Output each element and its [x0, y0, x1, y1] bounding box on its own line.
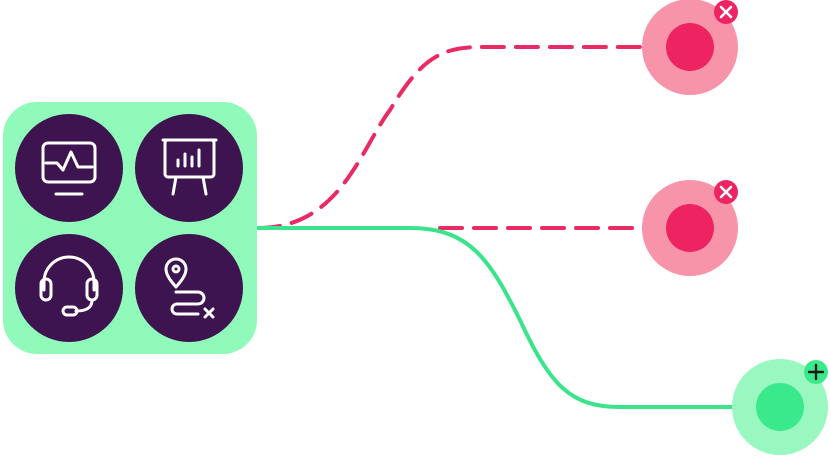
tile-analytics[interactable]: [135, 114, 243, 222]
endpoint-connected[interactable]: [732, 359, 828, 455]
close-icon: [719, 185, 733, 199]
route-location-icon: [164, 257, 215, 319]
remove-badge[interactable]: [714, 0, 738, 24]
tile-support[interactable]: [15, 234, 123, 342]
add-badge[interactable]: [804, 360, 828, 384]
close-icon: [719, 5, 733, 19]
connected-line: [256, 226, 762, 409]
headset-icon: [39, 255, 99, 317]
endpoint-failed-top[interactable]: [642, 0, 738, 95]
service-hub: [3, 102, 257, 354]
endpoint-failed-middle[interactable]: [642, 180, 738, 276]
failed-connection-line-top: [256, 45, 662, 230]
tile-route[interactable]: [135, 234, 243, 342]
remove-badge[interactable]: [714, 180, 738, 204]
presentation-chart-icon: [161, 138, 218, 196]
monitor-pulse-icon: [41, 141, 97, 196]
tile-monitoring[interactable]: [15, 114, 123, 222]
plus-icon: [807, 363, 825, 381]
